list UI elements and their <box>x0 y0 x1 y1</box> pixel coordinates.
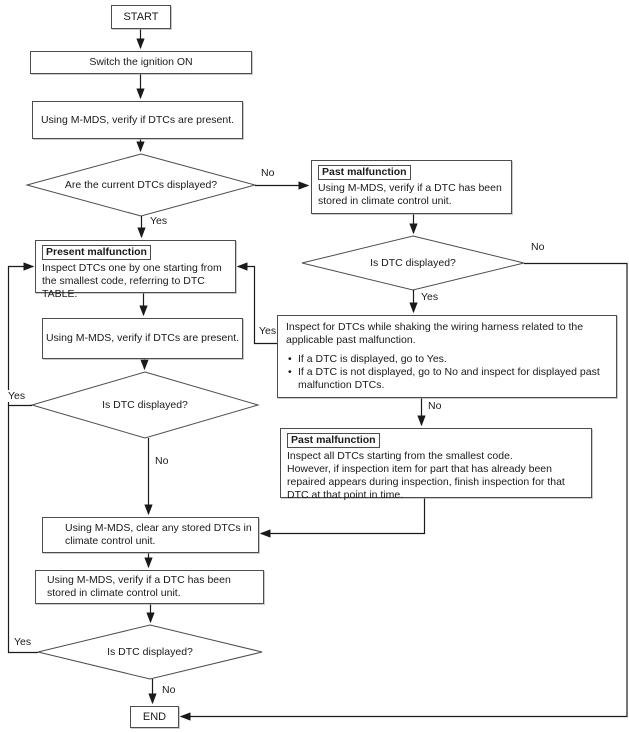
node-past-malfunction-2-body-line2: However, if inspection item for part tha… <box>287 463 565 501</box>
node-past-malfunction-1-body: Using M-MDS, verify if a DTC has been st… <box>318 182 502 207</box>
node-past-malfunction-2: Past malfunction Inspect all DTCs starti… <box>280 428 592 501</box>
node-present-malfunction-title: Present malfunction <box>42 245 151 260</box>
node-clear-dtcs-label: Using M-MDS, clear any stored DTCs in cl… <box>65 522 252 547</box>
node-clear-dtcs: Using M-MDS, clear any stored DTCs in cl… <box>42 517 259 553</box>
branch-label-no-decision-bottom: No <box>161 684 177 696</box>
decision-dtc-middle-label: Is DTC displayed? <box>102 399 188 411</box>
node-inspect-shake: Inspect for DTCs while shaking the wirin… <box>277 315 617 398</box>
branch-label-no-decision-middle: No <box>154 455 170 467</box>
node-verify-stored-label: Using M-MDS, verify if a DTC has been st… <box>47 574 231 599</box>
node-verify-dtcs-1-label: Using M-MDS, verify if DTCs are present. <box>40 113 235 126</box>
bullet-item: If a DTC is displayed, go to Yes. <box>286 353 608 366</box>
node-past-malfunction-1-title: Past malfunction <box>318 165 411 180</box>
node-switch-ignition-label: Switch the ignition ON <box>89 56 193 68</box>
branch-label-yes-decision-middle: Yes <box>7 390 27 402</box>
node-switch-ignition: Switch the ignition ON <box>30 51 252 74</box>
edge-inspect-yes-to-present <box>236 262 277 345</box>
branch-label-no-inspect: No <box>427 400 443 412</box>
branch-label-no-decision1: No <box>260 167 276 179</box>
node-end-label: END <box>142 710 167 723</box>
node-present-malfunction-body: Inspect DTCs one by one starting from th… <box>42 262 222 300</box>
node-verify-stored: Using M-MDS, verify if a DTC has been st… <box>35 570 264 604</box>
branch-label-yes-decision1: Yes <box>149 215 169 227</box>
branch-label-yes-inspect: Yes <box>258 325 278 337</box>
node-inspect-shake-body: Inspect for DTCs while shaking the wirin… <box>286 321 584 346</box>
node-end: END <box>130 706 179 728</box>
node-present-malfunction: Present malfunction Inspect DTCs one by … <box>35 240 236 300</box>
decision-current-dtcs-label: Are the current DTCs displayed? <box>64 179 218 191</box>
node-start: START <box>111 5 171 29</box>
edge-decision-bottom-yes-to-present <box>7 262 38 654</box>
bullet-item: If a DTC is not displayed, go to No and … <box>286 366 608 392</box>
branch-label-no-decision-right: No <box>530 241 546 253</box>
branch-label-yes-decision-right: Yes <box>420 291 440 303</box>
branch-label-yes-decision-bottom: Yes <box>13 636 33 648</box>
node-past-malfunction-2-body-line1: Inspect all DTCs starting from the small… <box>287 450 513 462</box>
node-verify-dtcs-1: Using M-MDS, verify if DTCs are present. <box>32 101 243 139</box>
node-past-malfunction-2-title: Past malfunction <box>287 433 380 448</box>
decision-dtc-middle-shape <box>30 371 260 439</box>
node-start-label: START <box>123 10 159 23</box>
decision-dtc-bottom-label: Is DTC displayed? <box>107 646 193 658</box>
edge-decision-right-no-to-end <box>179 262 628 721</box>
node-past-malfunction-1: Past malfunction Using M-MDS, verify if … <box>311 160 512 214</box>
decision-dtc-bottom-shape <box>37 624 263 680</box>
node-verify-dtcs-2: Using M-MDS, verify if DTCs are present. <box>42 318 243 359</box>
edge-past2-to-clear <box>259 497 426 538</box>
node-verify-dtcs-2-label: Using M-MDS, verify if DTCs are present. <box>45 332 240 344</box>
decision-dtc-right-label: Is DTC displayed? <box>370 257 456 269</box>
node-inspect-shake-bullets: If a DTC is displayed, go to Yes. If a D… <box>286 353 608 392</box>
